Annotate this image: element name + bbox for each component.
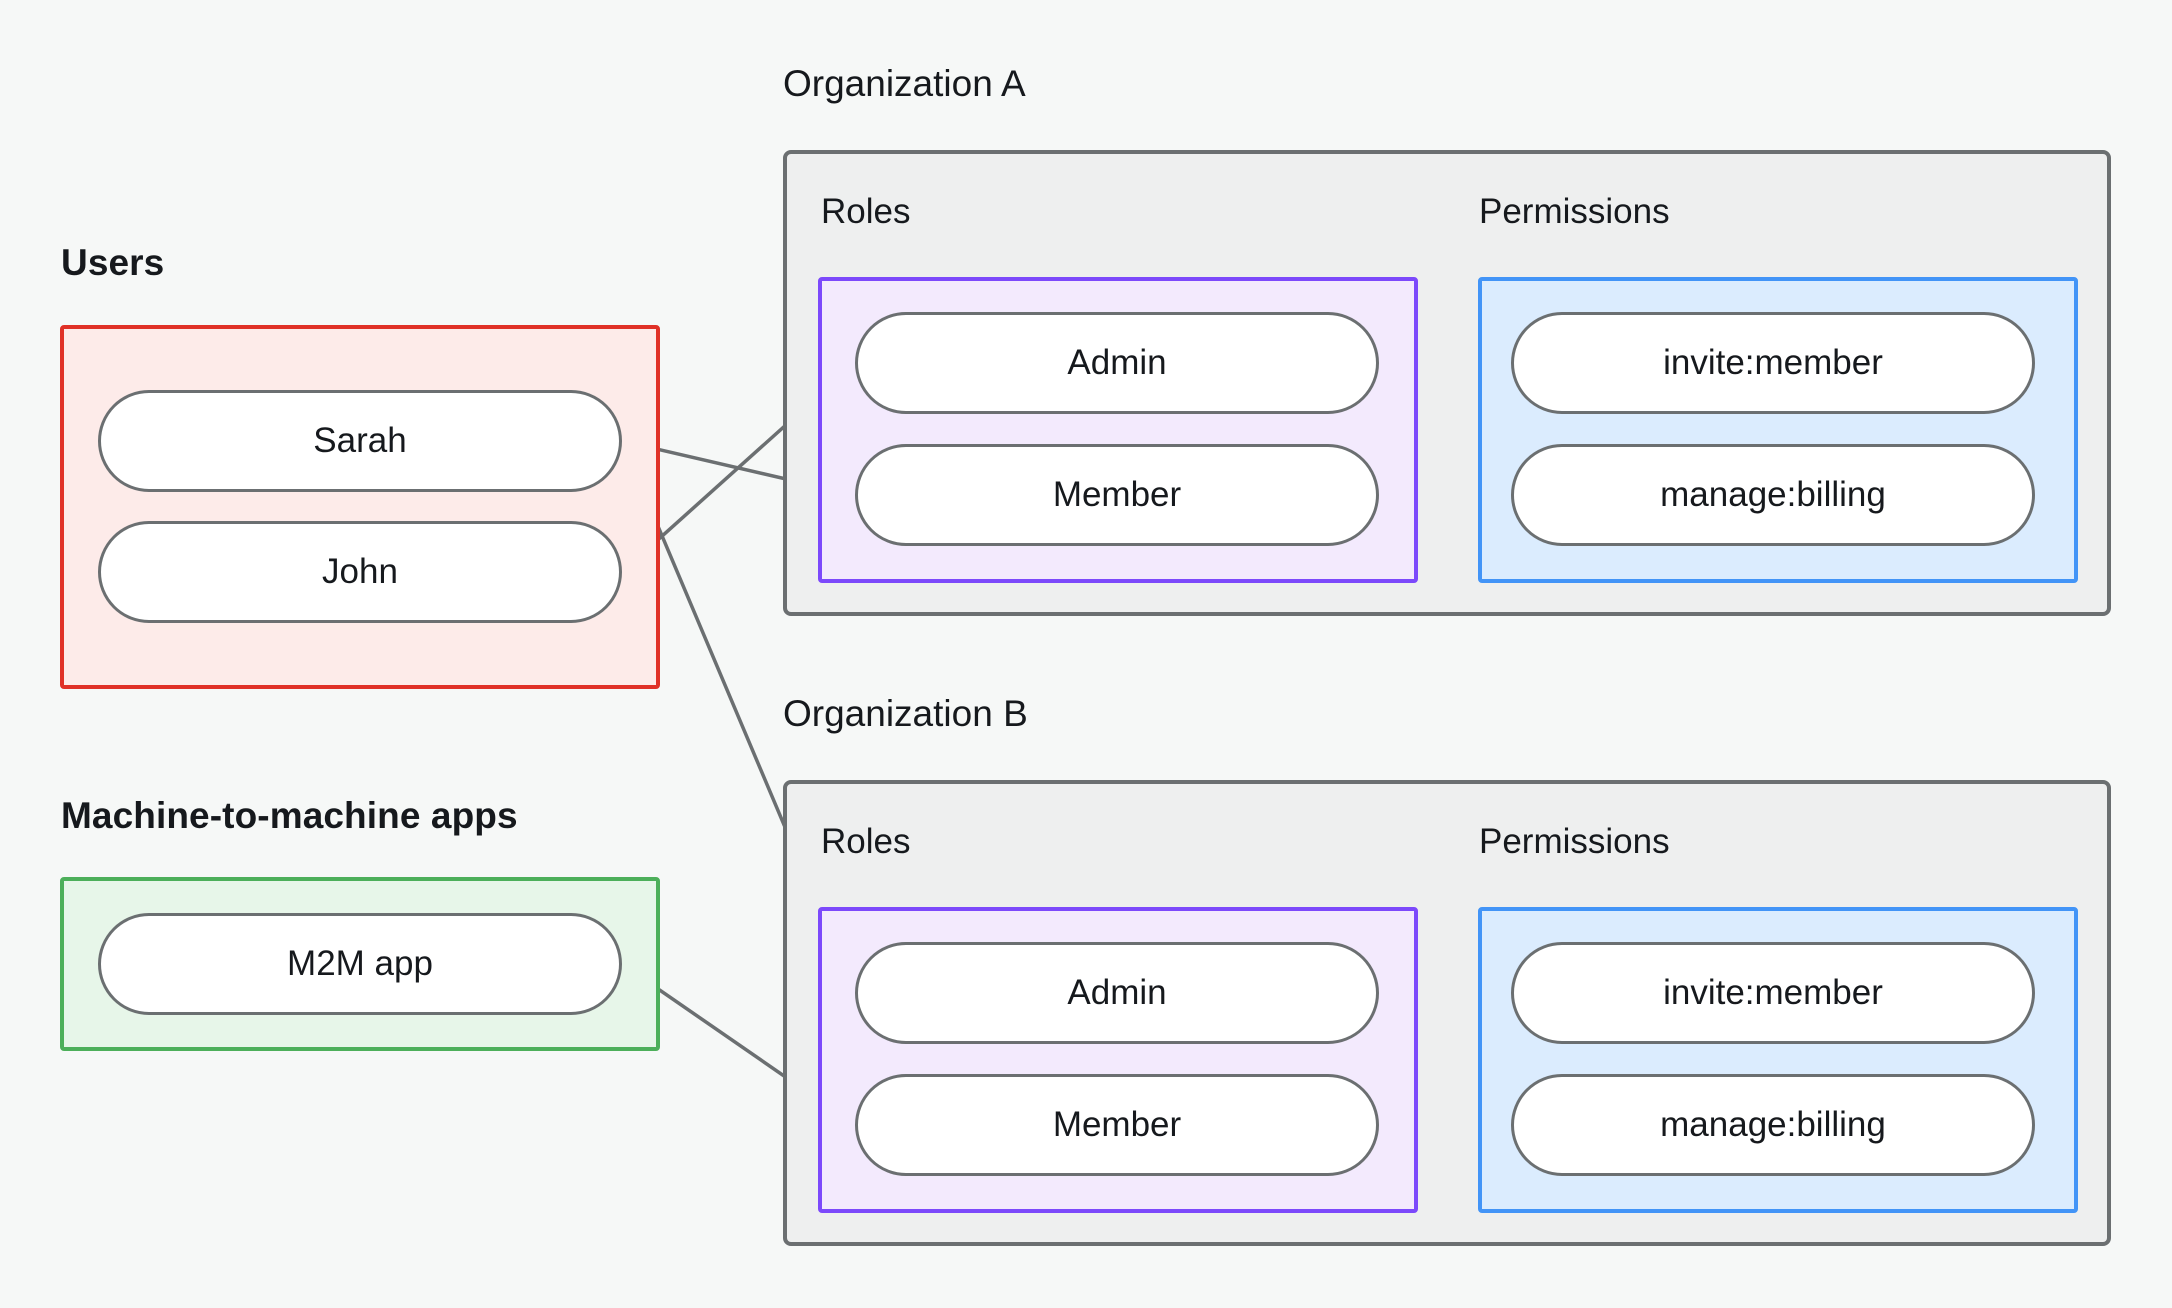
org-a-label: Organization A bbox=[783, 63, 1026, 104]
node-org-b-admin[interactable]: Admin bbox=[855, 942, 1379, 1044]
node-org-b-member[interactable]: Member bbox=[855, 1074, 1379, 1176]
node-org-a-manage-billing[interactable]: manage:billing bbox=[1511, 444, 2035, 546]
org-a-permissions-label: Permissions bbox=[1479, 192, 1670, 231]
node-org-a-invite-member[interactable]: invite:member bbox=[1511, 312, 2035, 414]
node-m2m-app[interactable]: M2M app bbox=[98, 913, 622, 1015]
users-group-box bbox=[60, 325, 660, 689]
node-org-a-member[interactable]: Member bbox=[855, 444, 1379, 546]
node-john[interactable]: John bbox=[98, 521, 622, 623]
org-b-label: Organization B bbox=[783, 693, 1028, 734]
users-group-label: Users bbox=[61, 242, 165, 283]
org-a-roles-label: Roles bbox=[821, 192, 911, 231]
org-b-permissions-label: Permissions bbox=[1479, 822, 1670, 861]
node-sarah[interactable]: Sarah bbox=[98, 390, 622, 492]
node-org-b-invite-member[interactable]: invite:member bbox=[1511, 942, 2035, 1044]
node-org-a-admin[interactable]: Admin bbox=[855, 312, 1379, 414]
org-b-roles-label: Roles bbox=[821, 822, 911, 861]
node-org-b-manage-billing[interactable]: manage:billing bbox=[1511, 1074, 2035, 1176]
m2m-group-label: Machine-to-machine apps bbox=[61, 795, 518, 836]
